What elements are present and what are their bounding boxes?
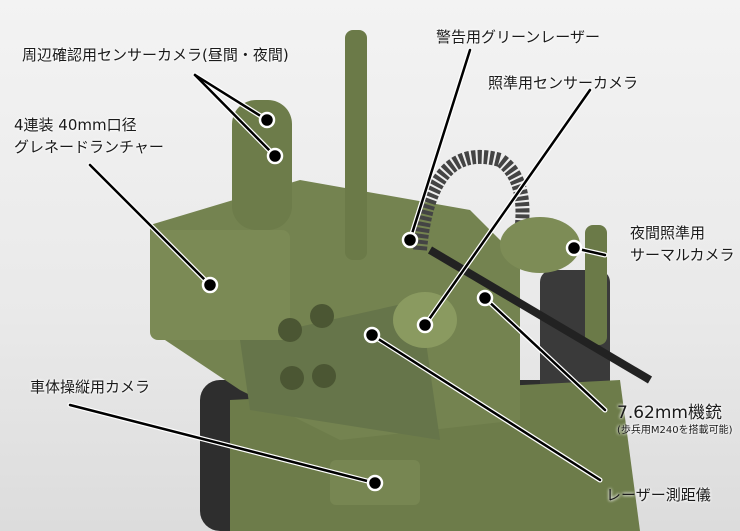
marker-dot	[201, 276, 219, 294]
ammo-belt	[413, 149, 530, 251]
label-rangefinder: レーザー測距儀	[606, 486, 711, 504]
label-machine-gun: 7.62mm機銃 (歩兵用M240を搭載可能)	[617, 402, 733, 438]
leader-perimeter-1	[193, 73, 269, 122]
label-green-laser: 警告用グリーンレーザー	[436, 28, 600, 46]
antenna	[345, 30, 367, 260]
label-driving-camera: 車体操縦用カメラ	[30, 378, 151, 396]
antenna-right	[585, 225, 607, 345]
sensor-mast	[232, 100, 292, 230]
label-grenade-line2: グレネードランチャー	[14, 138, 164, 156]
marker-dot	[266, 147, 284, 165]
leader-aiming-camera	[423, 88, 592, 327]
marker-dot	[258, 111, 276, 129]
launcher-tube	[278, 318, 302, 342]
leader-machine-gun	[483, 296, 607, 412]
leader-rangefinder	[370, 333, 602, 482]
label-machine-gun-title: 7.62mm機銃	[617, 403, 722, 423]
label-aiming-camera: 照準用センサーカメラ	[488, 74, 639, 92]
label-thermal-camera: 夜間照準用 サーマルカメラ	[630, 222, 735, 266]
leader-lines	[67, 47, 608, 492]
label-thermal-line1: 夜間照準用	[630, 224, 706, 242]
marker-dot	[363, 326, 381, 344]
label-perimeter-camera: 周辺確認用センサーカメラ(昼間・夜間)	[22, 46, 289, 64]
launcher-tube	[280, 366, 304, 390]
launcher-tube	[312, 364, 336, 388]
marker-dot	[416, 316, 434, 334]
launcher-tube	[310, 304, 334, 328]
label-grenade-line1: 4連装 40mm口径	[14, 116, 137, 134]
leader-green-laser	[408, 48, 472, 242]
thermal-camera	[500, 217, 580, 273]
marker-dot	[366, 474, 384, 492]
label-thermal-line2: サーマルカメラ	[630, 246, 735, 264]
marker-dot	[476, 289, 494, 307]
leader-driving-camera	[68, 403, 377, 485]
label-grenade-launcher: 4連装 40mm口径 グレネードランチャー	[14, 114, 164, 158]
leader-grenade	[88, 163, 212, 287]
marker-dot	[565, 239, 583, 257]
machine-gun-barrel	[427, 246, 653, 384]
marker-dot	[401, 231, 419, 249]
leader-perimeter-2	[193, 73, 277, 158]
label-machine-gun-note: (歩兵用M240を搭載可能)	[617, 425, 733, 436]
